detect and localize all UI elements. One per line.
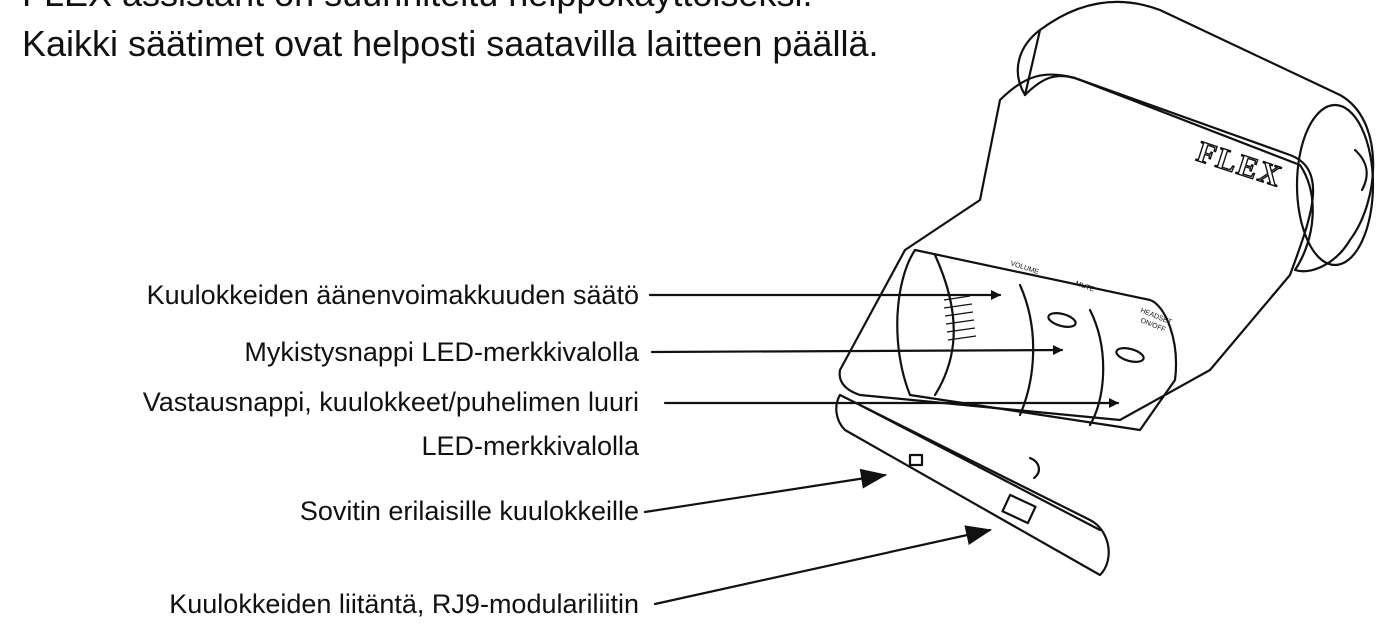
intro-line-2: Kaikki säätimet ovat helposti saatavilla… [22, 23, 879, 64]
adapter-switch-icon [908, 453, 924, 467]
callout-volume-control: Kuulokkeiden äänenvoimakkuuden säätö [146, 280, 639, 310]
callout-answer-button-line-2: LED-merkkivalolla [421, 431, 639, 461]
callout-headset-connector: Kuulokkeiden liitäntä, RJ9-modulariliiti… [169, 589, 639, 619]
rj9-connector-icon [1001, 493, 1037, 525]
callout-answer-button-line-1: Vastausnappi, kuulokkeet/puhelimen luuri [142, 387, 639, 417]
mute-led-icon [1047, 312, 1077, 328]
device-label-mute: MUTE [1074, 280, 1095, 293]
intro-line-1: FLEX assistant on suunniteltu helppokäyt… [22, 0, 812, 14]
arrow-connector [653, 525, 992, 606]
callout-mute-button: Mykistysnappi LED-merkkivalolla [244, 337, 639, 367]
volume-scale [943, 295, 977, 341]
device-body [835, 0, 1375, 577]
headset-symbol-icon [1028, 456, 1040, 480]
arrow-mute [650, 345, 1064, 356]
callout-headset-adapter: Sovitin erilaisille kuulokkeille [299, 496, 639, 526]
device-brand: FLEX [1193, 135, 1287, 194]
arrow-adapter [643, 468, 887, 514]
answer-led-icon [1115, 347, 1145, 363]
